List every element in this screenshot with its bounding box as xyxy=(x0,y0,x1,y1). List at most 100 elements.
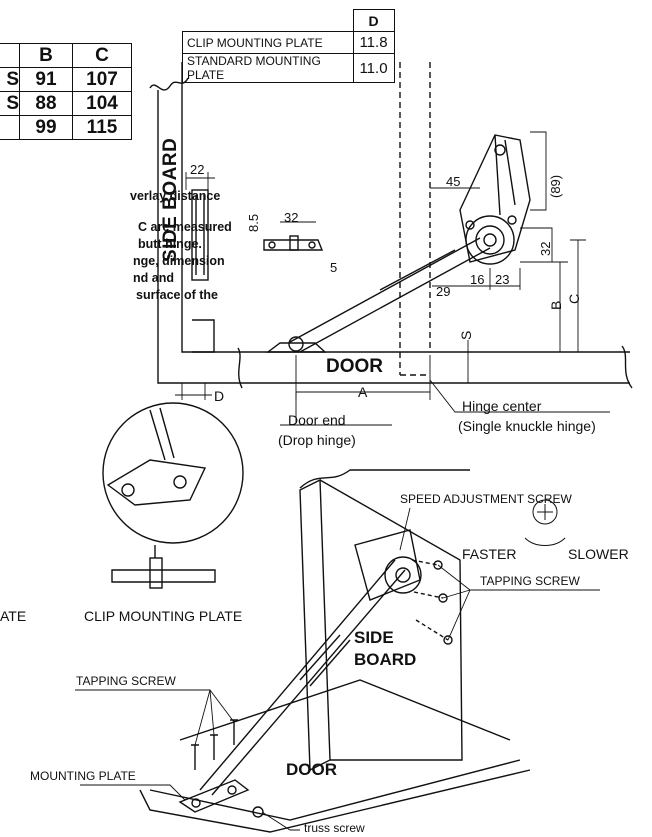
iso-screw-guides xyxy=(411,559,449,641)
tapping-screw-left-label: TAPPING SCREW xyxy=(76,674,176,688)
single-knuckle-label: (Single knuckle hinge) xyxy=(458,418,596,434)
dim-A: A xyxy=(358,384,368,400)
dim-S: S xyxy=(458,330,474,340)
iso-lower-plate xyxy=(178,779,250,813)
detail-circle xyxy=(102,402,244,544)
d-table-label: STANDARD MOUNTING PLATE xyxy=(182,53,354,83)
left-table-cell: 88 xyxy=(19,91,73,116)
d-table-value: 11.8 xyxy=(352,31,395,54)
clip-mounting-plate-label: CLIP MOUNTING PLATE xyxy=(84,608,243,624)
clip-stud xyxy=(149,557,163,589)
detail-plate-hole-a xyxy=(121,483,135,497)
small-plate-hole-left xyxy=(268,241,276,249)
mounting-plate-leader xyxy=(80,784,186,801)
dim-8-5: 8.5 xyxy=(246,213,261,232)
faster-label: FASTER xyxy=(462,546,517,562)
dim-B-line xyxy=(552,261,568,352)
hinge-wheel-mid xyxy=(475,225,505,255)
dim-89: (89) xyxy=(548,174,563,198)
left-dimension-table: B C S 91 107 S 88 104 99 115 xyxy=(0,43,132,140)
door-end-label: Door end xyxy=(288,412,346,428)
iso-left-screw-2 xyxy=(210,734,218,760)
left-table-header: B C xyxy=(0,43,132,68)
note-line: C are measured xyxy=(138,220,232,234)
side-bracket-detail xyxy=(192,195,215,353)
mounting-plate-label: MOUNTING PLATE xyxy=(30,769,136,783)
left-table-cell: 99 xyxy=(19,115,73,140)
note-line: verlay distance xyxy=(130,189,221,203)
iso-wheel-outer xyxy=(384,556,422,594)
left-table-header-b: B xyxy=(19,43,73,68)
dim-C-line xyxy=(570,239,586,352)
faster-slower-circle xyxy=(532,499,558,525)
mech-screw-b xyxy=(507,215,517,225)
left-table-row: 99 115 xyxy=(0,115,132,140)
small-plate-hole-right xyxy=(308,241,316,249)
dashed-reference xyxy=(399,62,431,376)
detail-plate-hole-b xyxy=(173,475,187,489)
dim-32a: 32 xyxy=(284,210,299,225)
iso-arm-inner xyxy=(299,634,351,687)
iso-arm xyxy=(199,559,406,796)
iso-plate-hole-b xyxy=(227,785,237,795)
dim-22: 22 xyxy=(190,162,205,177)
upper-pivot xyxy=(494,144,506,156)
note-line: butt hinge. xyxy=(138,237,202,251)
left-table-cell: 91 xyxy=(19,67,73,92)
iso-board-top-break xyxy=(299,469,470,489)
door-end-leader xyxy=(280,392,392,426)
d-table-row: CLIP MOUNTING PLATE 11.8 xyxy=(182,31,395,54)
dim-16: 16 xyxy=(470,272,485,287)
iso-door-top xyxy=(179,679,511,741)
hinge-center-label: Hinge center xyxy=(462,398,542,414)
iso-screw-2 xyxy=(438,593,448,603)
speed-adjustment-screw-label: SPEED ADJUSTMENT SCREW xyxy=(400,492,572,506)
detail-plate xyxy=(106,459,207,506)
left-table-row: S 91 107 xyxy=(0,67,132,92)
d-dimension-table: D CLIP MOUNTING PLATE 11.8 STANDARD MOUN… xyxy=(182,9,395,83)
iso-board-face xyxy=(319,479,463,761)
iso-door-label: DOOR xyxy=(286,760,337,779)
dim-45: 45 xyxy=(446,174,461,189)
door-break-left xyxy=(237,347,243,389)
iso-door-edge xyxy=(139,769,531,833)
dim-23: 23 xyxy=(495,272,510,287)
mech-screw-a xyxy=(465,220,475,230)
side-board-top-break xyxy=(149,77,189,91)
slower-label: SLOWER xyxy=(568,546,629,562)
iso-screw-3 xyxy=(443,635,453,645)
speed-screw-leader xyxy=(399,507,411,551)
d-table-spacer xyxy=(183,10,354,32)
left-table-cell: S xyxy=(0,91,20,116)
dim-32b-line xyxy=(520,227,553,263)
tapping-right-leader xyxy=(437,564,600,641)
dim-D-line xyxy=(175,383,212,400)
door-slab xyxy=(238,351,630,384)
d-table-label: CLIP MOUNTING PLATE xyxy=(182,31,354,54)
iso-left-screw-1 xyxy=(191,744,199,770)
truss-screw-leader xyxy=(261,811,300,831)
clip-plate-elevation xyxy=(111,569,216,583)
small-plate-stud xyxy=(289,235,299,251)
drop-hinge-label: (Drop hinge) xyxy=(278,432,356,448)
dim-22-line xyxy=(185,172,215,190)
dim-32b: 32 xyxy=(538,241,553,256)
side-label: SIDE xyxy=(354,628,394,647)
stay-arm-inner xyxy=(379,249,456,291)
side-board-outline xyxy=(157,62,238,384)
arm-pivot-lower xyxy=(288,336,304,352)
note-line: nd and xyxy=(133,271,174,285)
dim-5: 5 xyxy=(330,260,338,275)
dim-D: D xyxy=(214,388,225,404)
iso-left-screw-3 xyxy=(230,719,238,745)
left-table-cell: 115 xyxy=(72,115,132,140)
iso-plate-hole-a xyxy=(191,798,201,808)
lower-mount xyxy=(265,342,327,353)
iso-door-front xyxy=(149,759,521,821)
door-label: DOOR xyxy=(326,356,383,377)
notes-block: verlay distance C are measured butt hing… xyxy=(0,188,232,304)
dim-16-23-line xyxy=(470,268,521,290)
ate-label: ATE xyxy=(0,608,27,624)
side-bracket xyxy=(191,189,209,281)
